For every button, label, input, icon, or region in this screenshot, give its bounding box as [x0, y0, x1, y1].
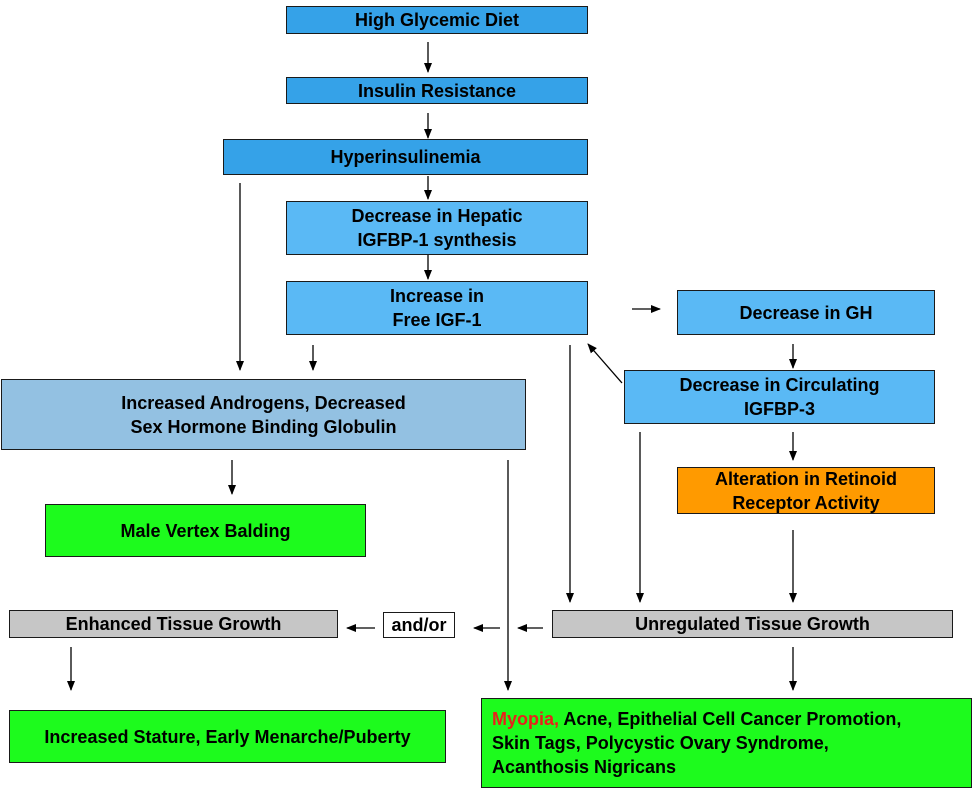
node-increased-androgens: Increased Androgens, Decreased Sex Hormo…: [1, 379, 526, 450]
node-male-vertex-balding: Male Vertex Balding: [45, 504, 366, 557]
node-alteration-retinoid-receptor: Alteration in Retinoid Receptor Activity: [677, 467, 935, 514]
node-insulin-resistance: Insulin Resistance: [286, 77, 588, 104]
node-label-line-2: Receptor Activity: [732, 492, 880, 513]
outcomes-line-3: Acanthosis Nigricans: [492, 757, 677, 777]
node-label: Insulin Resistance: [357, 80, 517, 101]
node-label: and/or: [391, 615, 447, 635]
node-label: Hyperinsulinemia: [330, 147, 481, 167]
node-high-glycemic-diet: High Glycemic Diet: [286, 6, 588, 34]
node-label-line-2: IGFBP-3: [743, 399, 815, 419]
node-decrease-circulating-igfbp3: Decrease in Circulating IGFBP-3: [624, 370, 935, 424]
node-label: Male Vertex Balding: [120, 520, 291, 541]
node-decrease-hepatic-igfbp1: Decrease in Hepatic IGFBP-1 synthesis: [286, 201, 588, 255]
node-increase-free-igf1: Increase in Free IGF-1: [286, 281, 588, 335]
arrow-igfbp3-to-igf1: [587, 343, 623, 384]
node-label-line-2: Free IGF-1: [392, 310, 482, 330]
node-and-or: and/or: [383, 612, 455, 638]
node-label-line-1: Increased Androgens, Decreased: [121, 392, 406, 413]
node-hyperinsulinemia: Hyperinsulinemia: [223, 139, 588, 175]
node-label-line-2: IGFBP-1 synthesis: [357, 230, 517, 250]
node-label: Unregulated Tissue Growth: [635, 614, 870, 634]
node-label-line-1: Alteration in Retinoid: [715, 468, 897, 489]
node-clinical-outcomes: Myopia, Acne, Epithelial Cell Cancer Pro…: [481, 698, 972, 788]
node-enhanced-tissue-growth: Enhanced Tissue Growth: [9, 610, 338, 638]
node-label: Decrease in GH: [739, 302, 873, 323]
outcomes-line-1-rest: Acne, Epithelial Cell Cancer Promotion,: [559, 709, 902, 729]
node-label-line-1: Decrease in Circulating: [679, 375, 880, 395]
node-label-line-1: Increase in: [389, 286, 485, 306]
node-label: Increased Stature, Early Menarche/Pubert…: [44, 726, 411, 747]
node-label-line-1: Decrease in Hepatic: [351, 206, 523, 226]
outcomes-line-1: Myopia, Acne, Epithelial Cell Cancer Pro…: [492, 707, 901, 731]
myopia-highlight: Myopia,: [492, 709, 560, 729]
node-decrease-gh: Decrease in GH: [677, 290, 935, 335]
outcomes-line-2: Skin Tags, Polycystic Ovary Syndrome,: [492, 733, 829, 753]
node-label-line-2: Sex Hormone Binding Globulin: [130, 416, 397, 437]
node-increased-stature: Increased Stature, Early Menarche/Pubert…: [9, 710, 446, 763]
node-label: High Glycemic Diet: [354, 10, 520, 30]
node-unregulated-tissue-growth: Unregulated Tissue Growth: [552, 610, 953, 638]
node-label: Enhanced Tissue Growth: [65, 614, 282, 634]
